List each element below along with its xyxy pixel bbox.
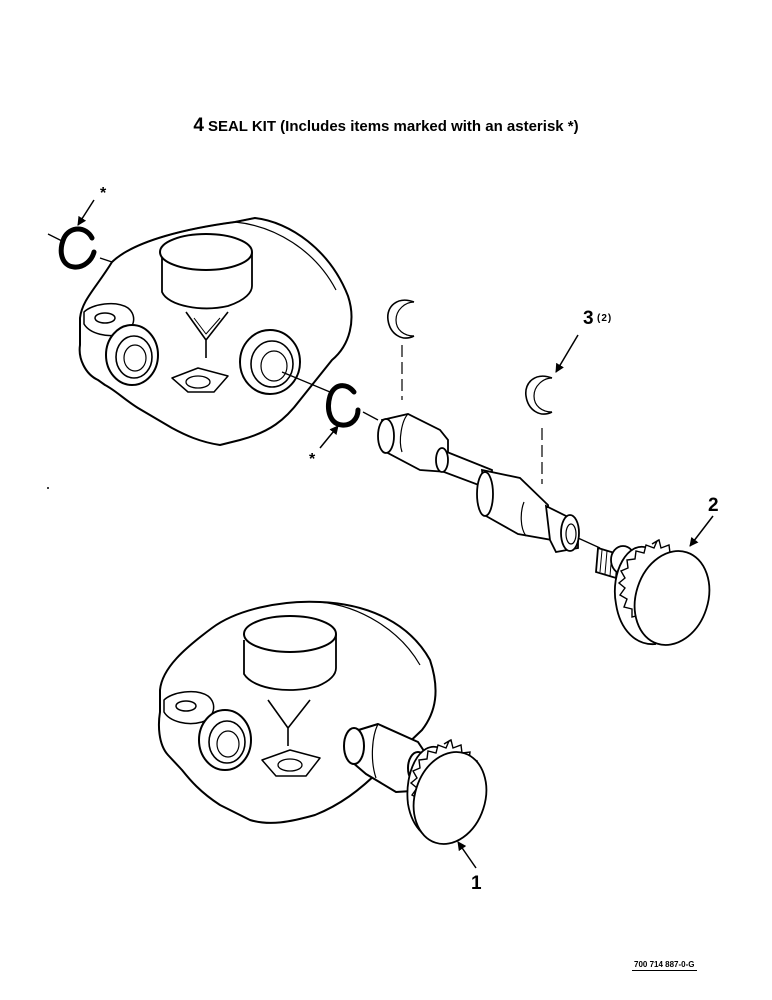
seal-kit-description: SEAL KIT (Includes items marked with an … [207, 118, 579, 135]
adjusting-knob-assembled [406, 738, 488, 845]
callout-item-3: 3 [583, 308, 594, 329]
retaining-ring-left [387, 299, 415, 400]
o-ring-top [47, 199, 113, 270]
valve-body-exploded [78, 217, 353, 446]
adjusting-knob-exploded [595, 538, 711, 646]
asterisk-marker-top: * [100, 185, 107, 202]
valve-assembly [158, 600, 437, 824]
callout-item-2: 2 [708, 495, 719, 516]
callout-item-1: 1 [471, 873, 482, 894]
retaining-ring-right [525, 334, 579, 484]
callout-item-3-quantity: (2) [597, 313, 613, 324]
figure-reference-number: 700 714 887-0-G [632, 960, 697, 971]
stem-axis-line [577, 537, 601, 549]
seal-kit-item-number: 4 [193, 115, 204, 136]
valve-stem [377, 413, 580, 554]
assembly-axis-line [281, 371, 331, 393]
o-ring-middle [319, 383, 379, 449]
asterisk-marker-middle: * [309, 451, 316, 468]
